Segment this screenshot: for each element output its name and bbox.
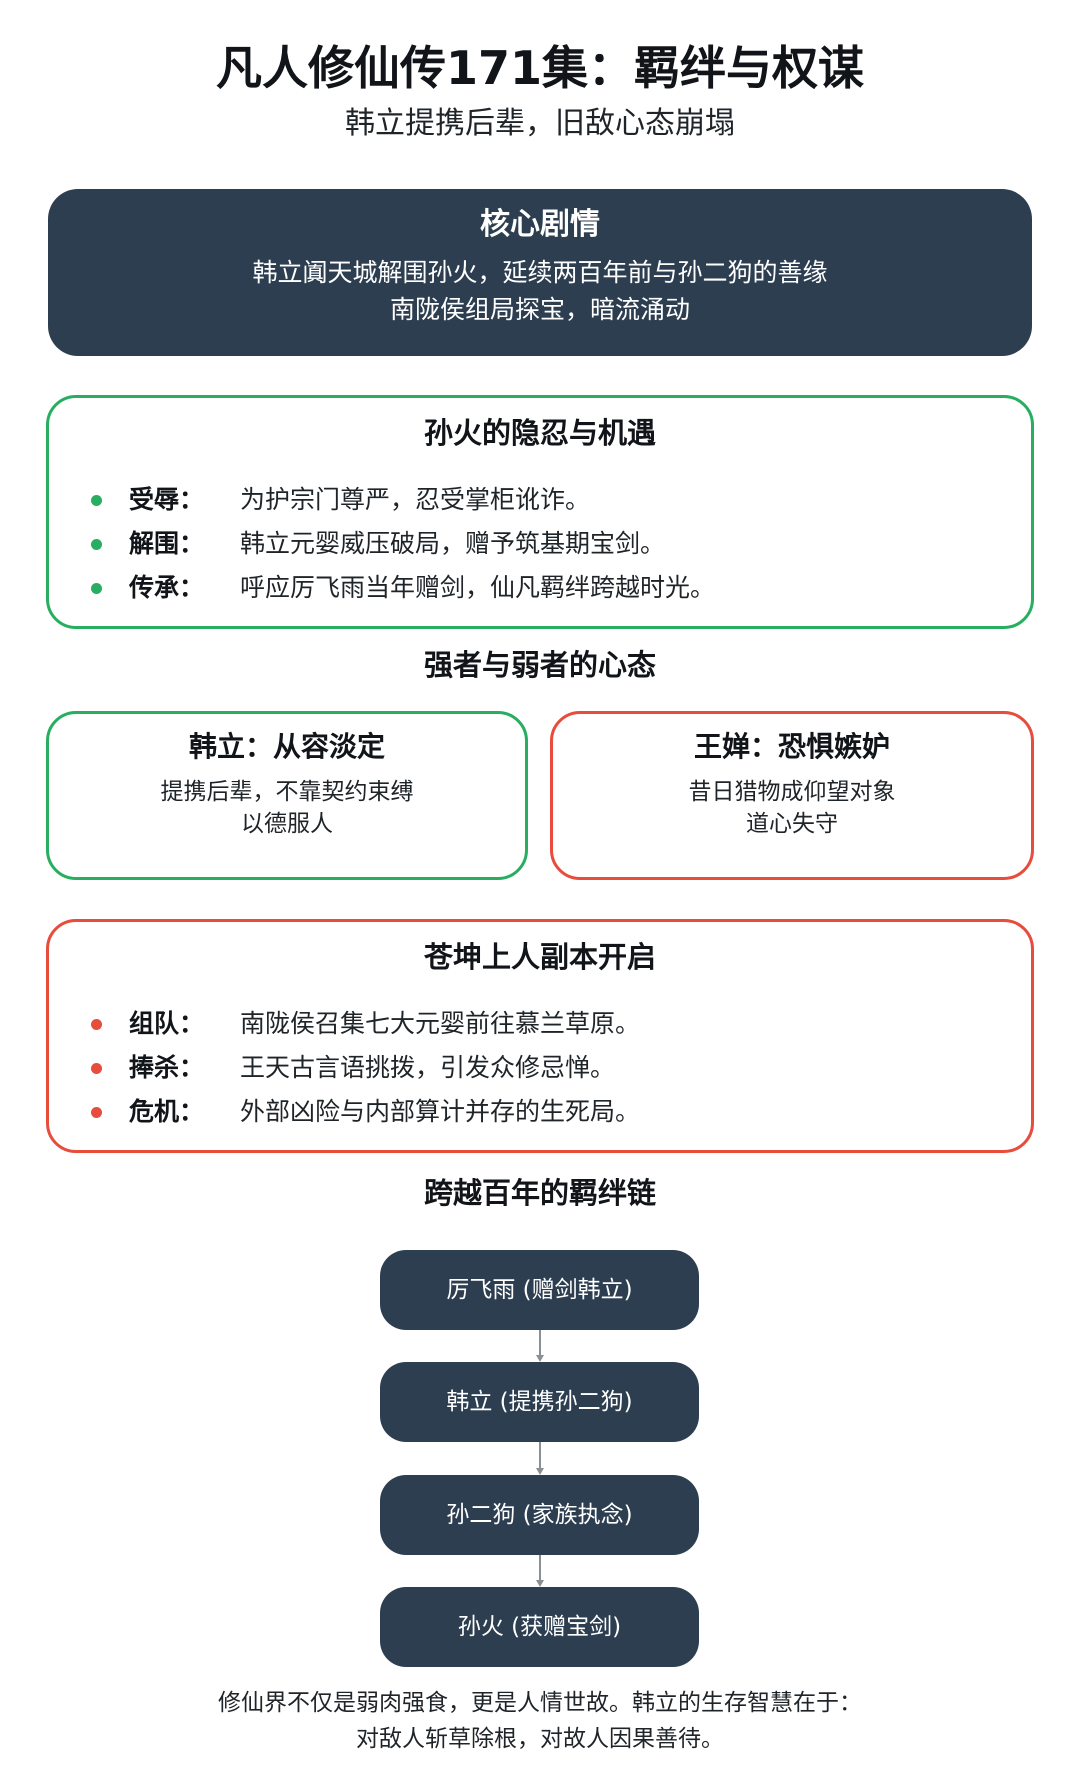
wang-chan-line: 昔日猎物成仰望对象 bbox=[688, 779, 896, 805]
han-li-line: 提携后辈，不靠契约束缚 bbox=[160, 779, 414, 805]
list-item: 解围： 韩立元婴威压破局，赠予筑基期宝剑。 bbox=[49, 524, 1031, 564]
core-plot-heading: 核心剧情 bbox=[480, 207, 600, 242]
footer-line: 对敌人斩草除根，对故人因果善待。 bbox=[356, 1726, 724, 1752]
core-plot-line: 南陇侯组局探宝，暗流涌动 bbox=[389, 295, 690, 324]
core-plot-line: 韩立阗天城解围孙火，延续两百年前与孙二狗的善缘 bbox=[252, 258, 828, 287]
bullet-dot-icon bbox=[91, 583, 102, 594]
item-label: 组队： bbox=[129, 1009, 205, 1038]
mentality-heading: 强者与弱者的心态 bbox=[423, 648, 656, 682]
item-text: 韩立元婴威压破局，赠予筑基期宝剑。 bbox=[240, 529, 666, 558]
list-item: 危机： 外部凶险与内部算计并存的生死局。 bbox=[49, 1092, 1031, 1132]
down-arrow-icon bbox=[536, 1330, 544, 1362]
chain-node: 韩立 (提携孙二狗) bbox=[380, 1362, 699, 1442]
list-item: 捧杀： 王天古言语挑拨，引发众修忌惮。 bbox=[49, 1048, 1031, 1088]
list-item: 传承： 呼应厉飞雨当年赠剑，仙凡羁绊跨越时光。 bbox=[49, 568, 1031, 608]
han-li-card: 韩立：从容淡定 提携后辈，不靠契约束缚 以德服人 bbox=[46, 711, 528, 880]
page-title: 凡人修仙传171集：羁绊与权谋 bbox=[215, 41, 865, 95]
core-plot-box: 核心剧情 韩立阗天城解围孙火，延续两百年前与孙二狗的善缘 南陇侯组局探宝，暗流涌… bbox=[48, 189, 1032, 356]
wang-chan-title: 王婵：恐惧嫉妒 bbox=[693, 730, 890, 763]
bullet-dot-icon bbox=[91, 1107, 102, 1118]
canghun-card: 苍坤上人副本开启 组队： 南陇侯召集七大元婴前往慕兰草原。 捧杀： 王天古言语挑… bbox=[46, 919, 1034, 1153]
item-label: 受辱： bbox=[129, 485, 205, 514]
page-subtitle: 韩立提携后辈，旧敌心态崩塌 bbox=[345, 106, 735, 141]
item-text: 呼应厉飞雨当年赠剑，仙凡羁绊跨越时光。 bbox=[240, 573, 716, 602]
down-arrow-icon bbox=[536, 1442, 544, 1475]
sun-huo-card: 孙火的隐忍与机遇 受辱： 为护宗门尊严，忍受掌柜讹诈。 解围： 韩立元婴威压破局… bbox=[46, 395, 1034, 629]
bullet-dot-icon bbox=[91, 1063, 102, 1074]
bullet-dot-icon bbox=[91, 1019, 102, 1030]
han-li-line: 以德服人 bbox=[241, 811, 333, 837]
chain-node: 孙二狗 (家族执念) bbox=[380, 1475, 699, 1555]
bullet-dot-icon bbox=[91, 539, 102, 550]
down-arrow-icon bbox=[536, 1555, 544, 1587]
item-text: 为护宗门尊严，忍受掌柜讹诈。 bbox=[240, 485, 591, 514]
chain-heading: 跨越百年的羁绊链 bbox=[423, 1176, 656, 1210]
chain-node: 孙火 (获赠宝剑) bbox=[380, 1587, 699, 1667]
han-li-title: 韩立：从容淡定 bbox=[188, 730, 385, 763]
item-label: 解围： bbox=[129, 529, 205, 558]
bullet-dot-icon bbox=[91, 495, 102, 506]
item-label: 危机： bbox=[129, 1097, 205, 1126]
item-label: 传承： bbox=[129, 573, 205, 602]
wang-chan-card: 王婵：恐惧嫉妒 昔日猎物成仰望对象 道心失守 bbox=[550, 711, 1034, 880]
canghun-heading: 苍坤上人副本开启 bbox=[423, 940, 656, 974]
list-item: 受辱： 为护宗门尊严，忍受掌柜讹诈。 bbox=[49, 480, 1031, 520]
list-item: 组队： 南陇侯召集七大元婴前往慕兰草原。 bbox=[49, 1004, 1031, 1044]
item-text: 王天古言语挑拨，引发众修忌惮。 bbox=[240, 1053, 616, 1082]
item-label: 捧杀： bbox=[129, 1053, 205, 1082]
chain-node: 厉飞雨 (赠剑韩立) bbox=[380, 1250, 699, 1330]
sun-huo-heading: 孙火的隐忍与机遇 bbox=[423, 416, 656, 450]
wang-chan-line: 道心失守 bbox=[746, 811, 838, 837]
item-text: 南陇侯召集七大元婴前往慕兰草原。 bbox=[240, 1009, 641, 1038]
item-text: 外部凶险与内部算计并存的生死局。 bbox=[240, 1097, 641, 1126]
footer-line: 修仙界不仅是弱肉强食，更是人情世故。韩立的生存智慧在于： bbox=[218, 1690, 862, 1716]
